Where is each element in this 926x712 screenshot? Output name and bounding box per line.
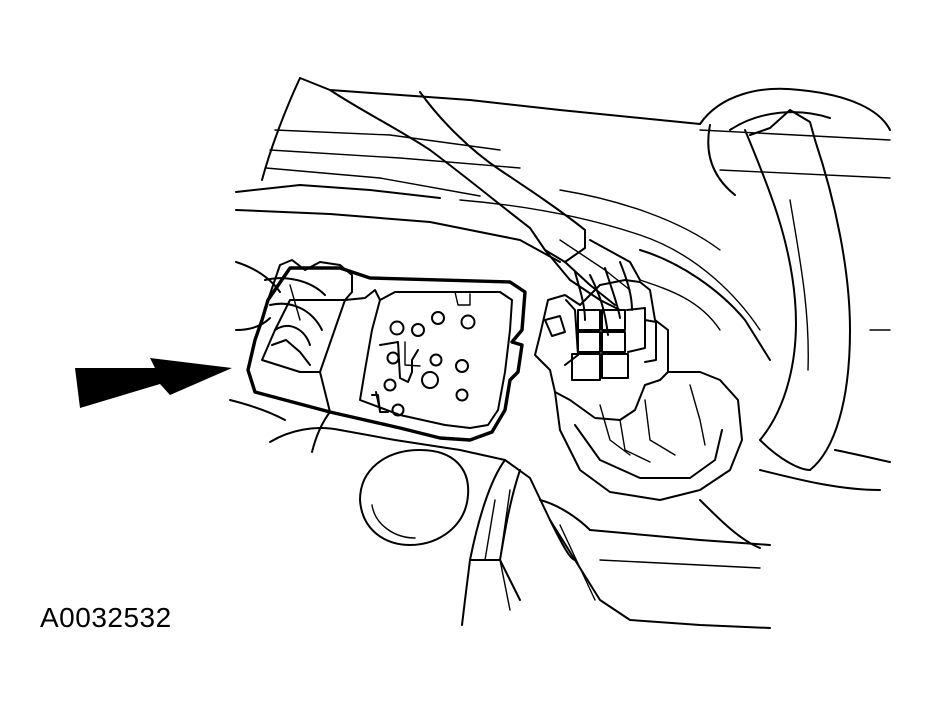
background-structure — [235, 77, 891, 361]
electrical-connector-mating — [534, 261, 743, 501]
figure-id-label: A0032532 — [40, 602, 172, 633]
wiring-harness-tube — [329, 89, 641, 311]
coolant-hose — [699, 87, 891, 471]
arrow-right-icon — [75, 358, 232, 408]
harness-cable-left — [235, 261, 326, 346]
electrical-connector-main — [246, 259, 527, 442]
lower-bracket — [229, 399, 881, 629]
